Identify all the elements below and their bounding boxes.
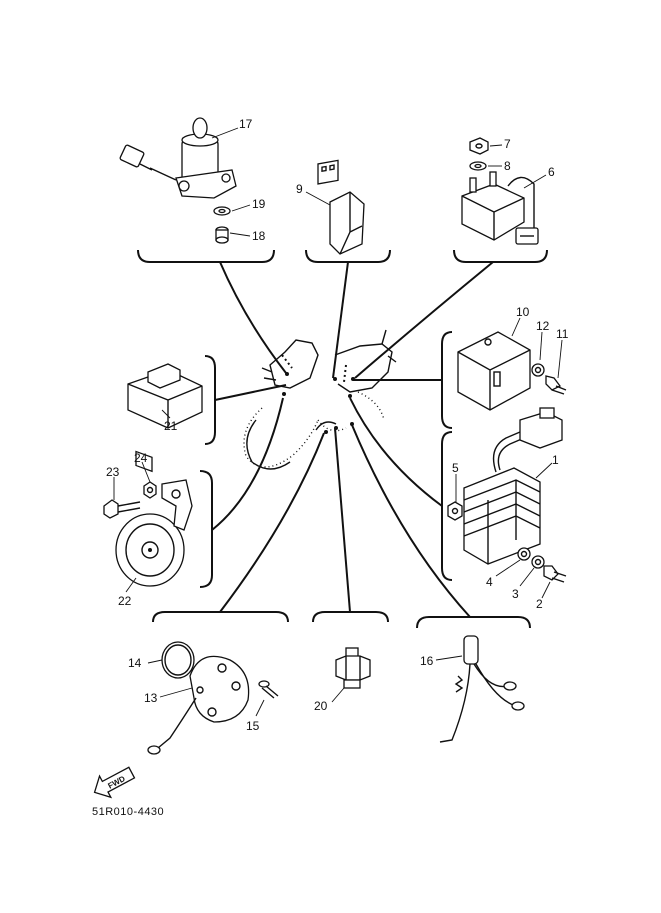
part-22-horn bbox=[115, 479, 193, 587]
callout-7: 7 bbox=[504, 137, 511, 151]
part-16-wire-lead bbox=[439, 635, 525, 743]
part-6-starter-relay bbox=[461, 171, 539, 245]
callout-11: 11 bbox=[556, 327, 569, 341]
callout-4: 4 bbox=[486, 575, 493, 589]
part-8-washer bbox=[469, 161, 487, 171]
part-9-connector bbox=[317, 159, 365, 255]
callout-10: 10 bbox=[516, 305, 530, 319]
part-5-nut bbox=[447, 501, 463, 521]
part-20-sensor bbox=[335, 647, 371, 689]
part-1-rectifier-regulator bbox=[463, 407, 563, 565]
callout-12: 12 bbox=[536, 319, 550, 333]
callout-numbers: 17 19 18 9 7 8 6 10 12 11 21 23 24 22 5 … bbox=[106, 117, 569, 733]
part-4-washer bbox=[517, 547, 531, 561]
callout-2: 2 bbox=[536, 597, 543, 611]
part-3-washer bbox=[531, 555, 545, 569]
callout-16: 16 bbox=[420, 654, 434, 668]
callout-20: 20 bbox=[314, 699, 328, 713]
part-7-nut bbox=[469, 137, 489, 155]
callout-13: 13 bbox=[144, 691, 158, 705]
callout-18: 18 bbox=[252, 229, 266, 243]
part-21-control-unit bbox=[127, 363, 203, 473]
part-19-washer bbox=[213, 206, 231, 216]
frame-outline bbox=[243, 329, 397, 470]
callout-8: 8 bbox=[504, 159, 511, 173]
main-switch bbox=[119, 117, 237, 199]
part-11-bolt bbox=[545, 375, 567, 395]
callout-9: 9 bbox=[296, 182, 303, 196]
callout-17: 17 bbox=[239, 117, 253, 131]
part-13-sensor-cover bbox=[147, 655, 250, 755]
callout-5: 5 bbox=[452, 461, 459, 475]
callout-23: 23 bbox=[106, 465, 120, 479]
part-10-cdi-unit bbox=[457, 331, 531, 411]
callout-leaders bbox=[113, 127, 563, 717]
part-12-washer bbox=[531, 363, 545, 377]
callout-6: 6 bbox=[548, 165, 555, 179]
leader-lines bbox=[211, 261, 494, 618]
part-23-bolt bbox=[103, 499, 141, 519]
drawing-code: 51R010-4430 bbox=[92, 806, 164, 818]
callout-21: 21 bbox=[164, 419, 178, 433]
part-14-o-ring bbox=[161, 641, 195, 679]
callout-24: 24 bbox=[134, 451, 148, 465]
fwd-arrow-icon: FWD bbox=[93, 766, 136, 799]
callout-1: 1 bbox=[552, 453, 559, 467]
part-24-nut bbox=[143, 481, 157, 499]
part-18-screw bbox=[215, 226, 229, 244]
part-15-screw bbox=[258, 680, 279, 699]
callout-3: 3 bbox=[512, 587, 519, 601]
callout-15: 15 bbox=[246, 719, 260, 733]
part-2-bolt bbox=[543, 565, 567, 583]
callout-19: 19 bbox=[252, 197, 266, 211]
callout-14: 14 bbox=[128, 656, 142, 670]
callout-22: 22 bbox=[118, 594, 132, 608]
